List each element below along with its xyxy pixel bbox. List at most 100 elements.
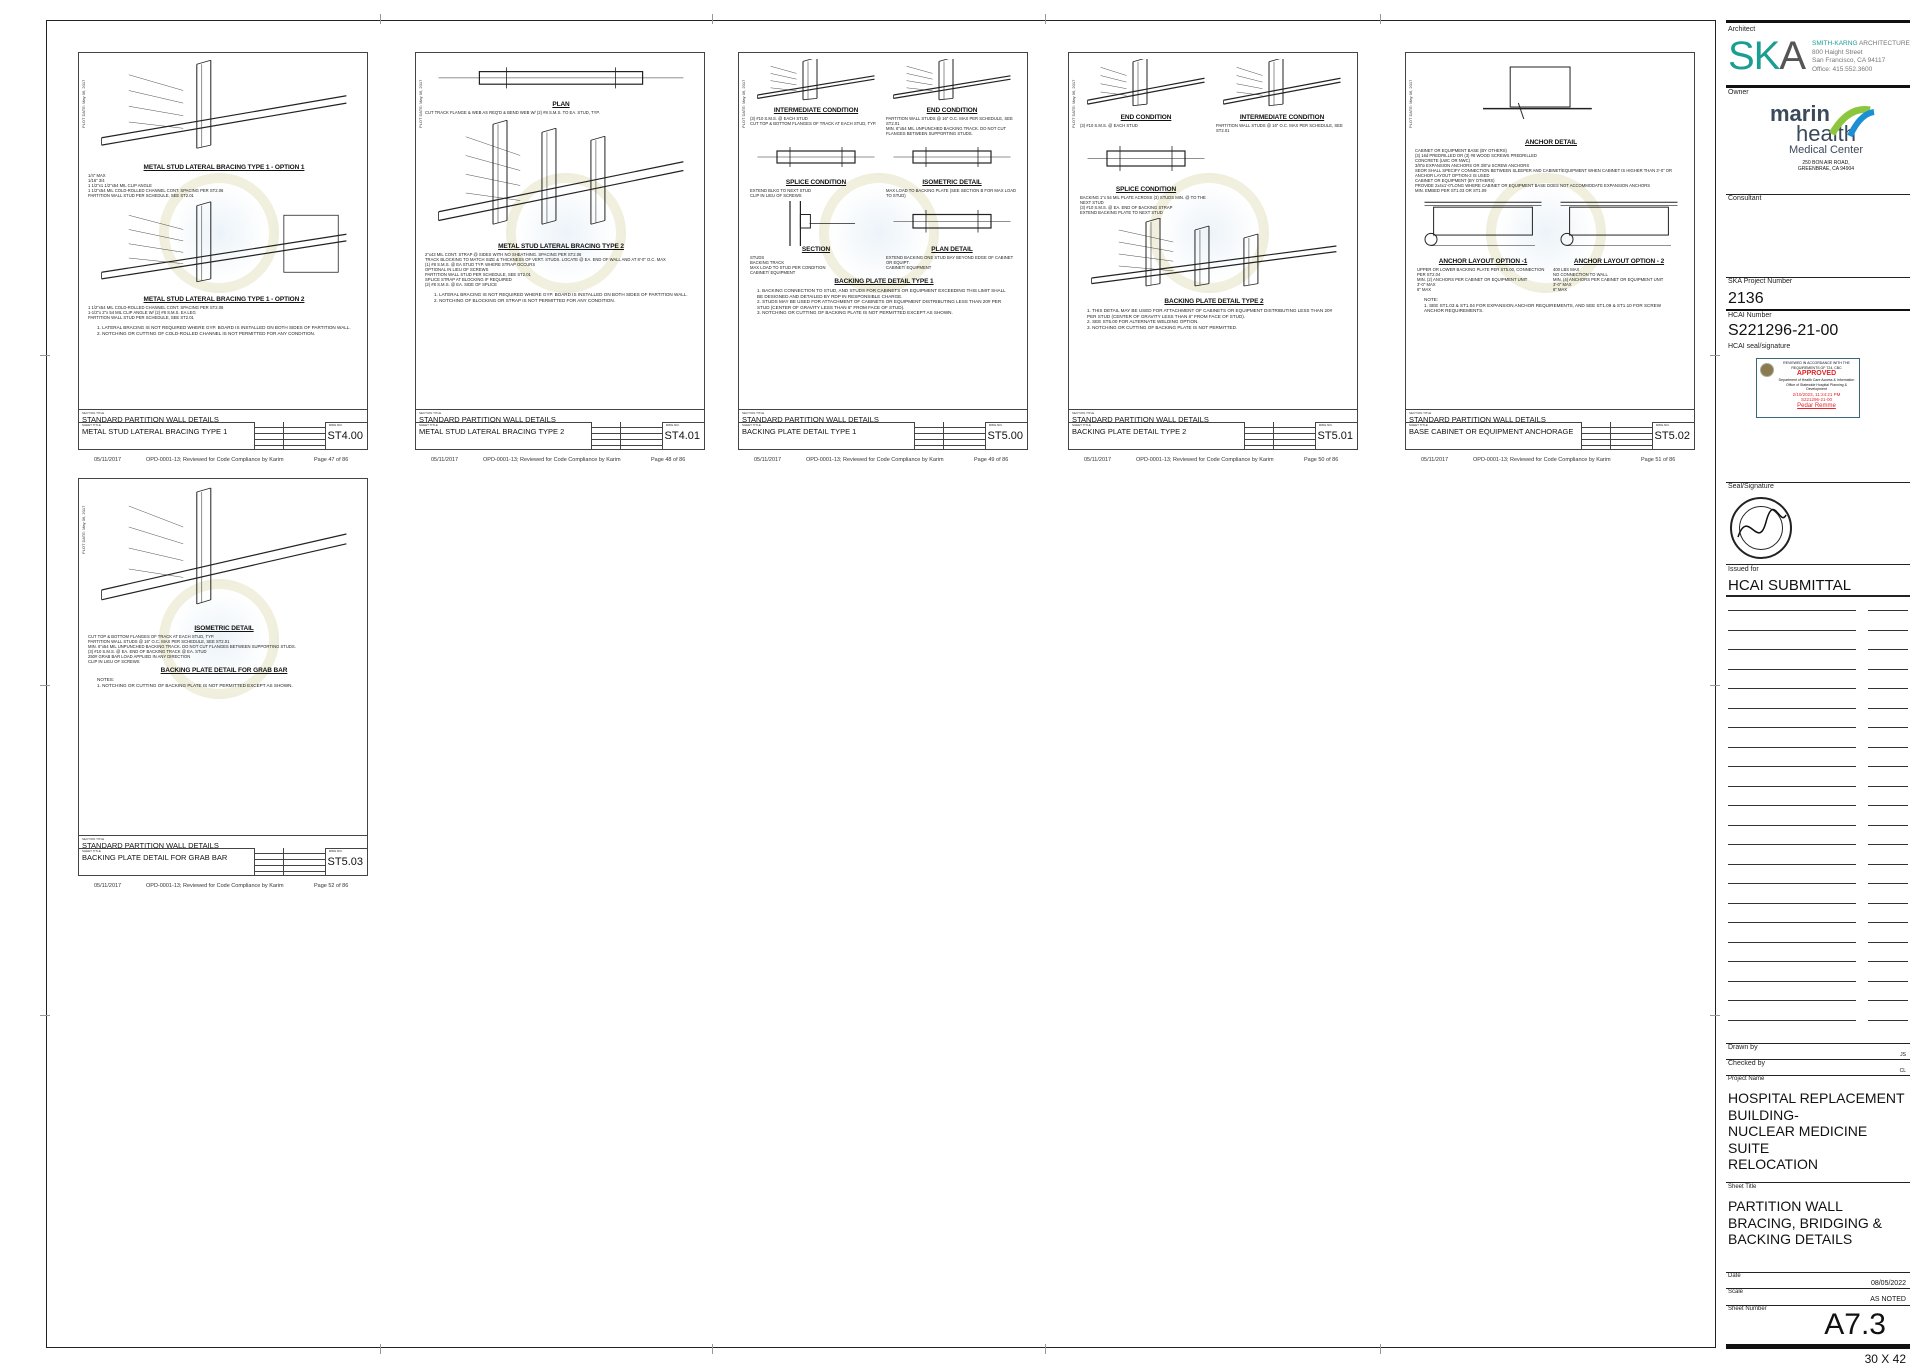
detail-drawing [425, 59, 697, 101]
note-item: 1. NOTCHING OR CUTTING OF BACKING PLATE … [97, 682, 293, 688]
detail-drawing [886, 201, 1018, 246]
footer-review: OPD-0001-13; Reviewed for Code Complianc… [1136, 457, 1274, 463]
callout-label: PARTITION WALL STUDS @ 16" O.C. MAX PER … [886, 116, 1013, 126]
detail-sheet-ST4.01: PLOT DATE: May 06, 2017 PLAN CUT TRACK F… [415, 52, 705, 450]
detail-heading: INTERMEDIATE CONDITION [1239, 114, 1325, 121]
detail-heading: BACKING PLATE DETAIL FOR GRAB BAR [160, 667, 288, 674]
callout-label: EXTEND BLKG TO NEXT STUD [750, 188, 811, 193]
detail-view: BACKING PLATE DETAIL FOR GRAB BAR [88, 667, 360, 675]
callout-label: 6" MAX [1553, 287, 1568, 292]
notes: 1. THIS DETAIL MAY BE USED FOR ATTACHMEN… [1087, 308, 1342, 330]
callout-label: PARTITION WALL STUD PER SCHEDULE, SEE ST… [425, 272, 531, 277]
callout-label: PARTITION WALL STUDS @ 16" O.C. MAX PER … [1216, 123, 1343, 133]
callout-label: BACKING 1"x 54 MIL PLATE ACROSS (3) STUD… [1080, 195, 1206, 205]
revision-row [1728, 863, 1856, 865]
callout-label: (3) 16d PREDRILLED OR (3) #8 WOOD SCREWS… [1415, 153, 1537, 158]
detail-drawing [425, 118, 697, 243]
detail-sheet-ST4.00: PLOT DATE: May 06, 2017 METAL STUD LATER… [78, 52, 368, 450]
detail-heading: METAL STUD LATERAL BRACING TYPE 1 - OPTI… [143, 296, 305, 303]
notes: NOTE:1. SEE ST1.03 & ST1.04 FOR EXPANSIO… [1424, 297, 1679, 314]
revision-row [1728, 902, 1856, 904]
callout-labels: 1 1/2"x54 MIL COLD-ROLLED CHANNEL CONT. … [88, 305, 360, 320]
drawn-label: Drawn by [1728, 1044, 1758, 1051]
footer-date: 05/11/2017 [1421, 457, 1449, 463]
callout-label: (1) #8 S.M.S. @ EA STUD TYP. WHERE STRAP… [425, 262, 536, 267]
notes: 1. BACKING CONNECTION TO STUD, AND STUDS… [757, 288, 1012, 316]
date-value: 08/05/2022 [1870, 1280, 1906, 1287]
callout-label: CABINET/ EQUIPMENT [750, 270, 796, 275]
section-title: STANDARD PARTITION WALL DETAILS [742, 415, 879, 424]
sheet-number: A7.3 [1824, 1308, 1886, 1341]
detail-drawing [88, 485, 360, 625]
detail-sheet-ST5.03: PLOT DATE: May 06, 2017 ISOMETRIC DETAIL… [78, 478, 368, 876]
detail-sheet-ST5.01: PLOT DATE: May 06, 2017 END CONDITION (3… [1068, 52, 1358, 450]
detail-heading: PLAN DETAIL [931, 246, 973, 253]
detail-view: SPLICE CONDITION BACKING 1"x 54 MIL PLAT… [1078, 136, 1214, 218]
seal-label: Seal/Signature [1728, 483, 1774, 490]
plot-date: PLOT DATE: May 06, 2017 [418, 79, 423, 128]
detail-drawing [1415, 59, 1687, 139]
callout-label: 3'-0" MAX [1553, 282, 1572, 287]
detail-view: ISOMETRIC DETAIL MAX LOAD TO BACKING PLA… [884, 139, 1020, 201]
project-number: 2136 [1728, 290, 1764, 307]
approval-stamp: REVIEWED IN ACCORDANCE WITH THE REQUIREM… [1756, 358, 1860, 418]
detail-drawing [886, 59, 1018, 107]
detail-heading: INTERMEDIATE CONDITION [773, 107, 859, 114]
project-number-label: SKA Project Number [1728, 278, 1793, 285]
callout-label: 1/16" 3/4 [88, 178, 105, 183]
note-item: 3. NOTCHING OR CUTTING OF BACKING PLATE … [757, 310, 953, 316]
sheet-title: BASE CABINET OR EQUIPMENT ANCHORAGE [1409, 427, 1574, 436]
scale-value: AS NOTED [1870, 1296, 1906, 1303]
note-item: 2. NOTCHING OR CUTTING OF COLD-ROLLED CH… [97, 330, 316, 336]
drawing-frame [46, 20, 1716, 1348]
note-item: 1. LATERAL BRACING IS NOT REQUIRED WHERE… [97, 325, 351, 330]
note-item: NOTE: [1424, 297, 1439, 302]
footer-page: Page 48 of 86 [651, 457, 686, 463]
detail-heading: SPLICE CONDITION [785, 179, 847, 186]
detail-heading: END CONDITION [926, 107, 978, 114]
detail-heading: ANCHOR LAYOUT OPTION - 2 [1573, 258, 1665, 265]
review-watermark [819, 173, 939, 293]
detail-view: METAL STUD LATERAL BRACING TYPE 1 - OPTI… [88, 201, 360, 323]
footer-date: 05/11/2017 [94, 883, 122, 889]
sheet-number: ST5.03 [327, 856, 363, 868]
callout-label: CUT TRACK FLANGE & WEB AS REQ'D & BEND W… [425, 110, 600, 115]
checked-value: CL [1899, 1068, 1906, 1074]
callout-label: MIN. 6"x54 MIL UNPUNCHED BACKING TRACK. … [88, 644, 296, 649]
callout-label: OPTIONAL IN LIEU OF SCREWS [425, 267, 489, 272]
sheet-number: ST5.00 [987, 430, 1023, 442]
callout-label: MIN. EMBED PER ST1.03 OR ST1.09 [1415, 188, 1487, 193]
sheet-title: BACKING PLATE DETAIL TYPE 2 [1072, 427, 1187, 436]
callout-label: 1 1/2"x54 MIL COLD-ROLLED CHANNEL CONT. … [88, 305, 224, 310]
footer-review: OPD-0001-13; Reviewed for Code Complianc… [806, 457, 944, 463]
callout-label: CABINET/ EQUIPMENT [886, 265, 932, 270]
sheet-number-label: Sheet Number [1728, 1306, 1767, 1312]
architect-info: SMITH-KARNG ARCHITECTURE 800 Haight Stre… [1812, 40, 1910, 73]
callout-label: 1 1/2"x54 MIL COLD-ROLLED CHANNEL CONT. … [88, 188, 224, 193]
revision-row [1728, 649, 1856, 650]
revision-row [1728, 941, 1856, 943]
detail-heading: SECTION [801, 246, 831, 253]
footer-review: OPD-0001-13; Reviewed for Code Complianc… [146, 883, 284, 889]
footer-date: 05/11/2017 [431, 457, 459, 463]
detail-drawing [88, 201, 360, 296]
detail-view: BACKING PLATE DETAIL TYPE 1 [748, 278, 1020, 286]
callout-label: PARTITION WALL STUDS @ 16" O.C. MAX PER … [88, 639, 230, 644]
callout-labels: CUT TOP & BOTTOM FLANGES OF TRACK AT EAC… [88, 634, 360, 664]
note-item: 1. SEE ST1.03 & ST1.04 FOR EXPANSION ANC… [1424, 302, 1662, 314]
callout-label: MAX LOAD TO STUD PER CONDITION [750, 265, 826, 270]
detail-drawing [1417, 196, 1549, 258]
sheet-title: BACKING PLATE DETAIL FOR GRAB BAR [82, 853, 228, 862]
revision-row [1728, 688, 1856, 689]
sheet-size: 30 X 42 [1864, 1352, 1906, 1366]
review-watermark [159, 173, 279, 293]
callout-label: PARTITION WALL STUD PER SCHEDULE, SEE ST… [88, 315, 194, 320]
detail-drawing [750, 59, 882, 107]
scale-label: Scale [1728, 1289, 1744, 1295]
